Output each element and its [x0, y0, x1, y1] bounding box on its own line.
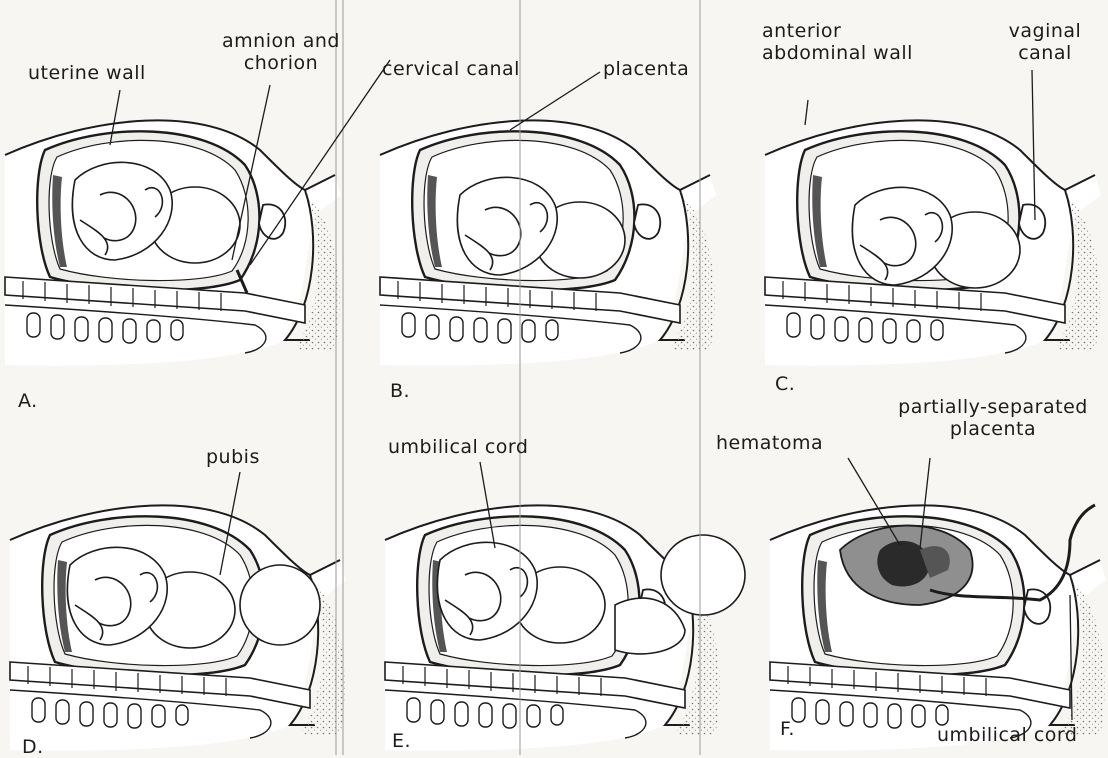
label-psp-line2: placenta	[880, 418, 1106, 440]
label-vaginal-canal: vaginal canal	[995, 20, 1095, 64]
label-umbilical-cord-f: umbilical cord	[937, 724, 1077, 746]
label-umbilical-cord-e: umbilical cord	[388, 436, 528, 458]
label-uterine-wall: uterine wall	[28, 62, 146, 84]
label-partially-separated-placenta: partially-separated placenta	[880, 396, 1106, 440]
panel-letter-e: E.	[392, 730, 411, 752]
label-amnion-chorion: amnion and chorion	[206, 30, 356, 74]
label-anterior-line1: anterior	[762, 20, 913, 42]
label-amnion-line2: chorion	[206, 52, 356, 74]
panel-letter-f: F.	[780, 718, 795, 740]
panel-f-drawing	[770, 505, 1106, 751]
panel-d-drawing	[10, 505, 346, 750]
label-vaginal-line2: canal	[995, 42, 1095, 64]
panel-letter-c: C.	[775, 373, 795, 395]
label-psp-line1: partially-separated	[880, 396, 1106, 418]
panel-e-drawing	[385, 505, 745, 750]
label-cervical-canal: cervical canal	[382, 58, 520, 80]
label-hematoma: hematoma	[716, 432, 823, 454]
panel-letter-a: A.	[18, 390, 38, 412]
panel-letter-b: B.	[390, 380, 410, 402]
label-anterior-line2: abdominal wall	[762, 42, 913, 64]
panel-c-drawing	[765, 120, 1101, 365]
panel-b-drawing	[380, 120, 716, 365]
label-vaginal-line1: vaginal	[995, 20, 1095, 42]
label-placenta: placenta	[603, 58, 689, 80]
label-amnion-line1: amnion and	[206, 30, 356, 52]
label-pubis: pubis	[206, 446, 260, 468]
panel-a-drawing	[5, 120, 341, 365]
label-anterior-abdominal-wall: anterior abdominal wall	[762, 20, 913, 64]
